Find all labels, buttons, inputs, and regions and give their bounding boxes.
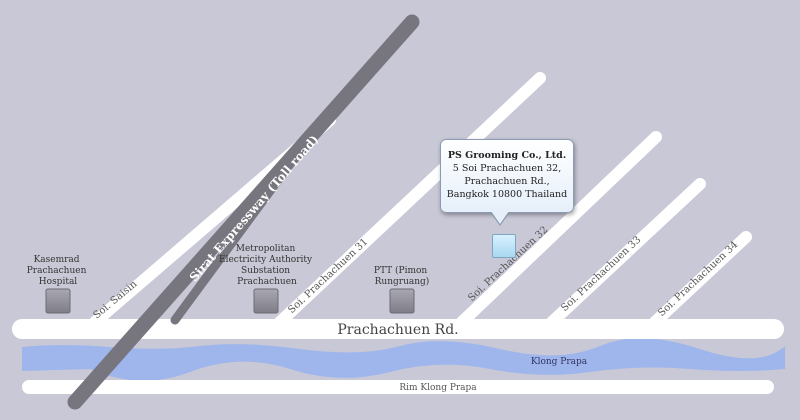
label-soi-31: Soi. Prachachuen 31 <box>286 236 370 315</box>
company-name: PS Grooming Co., Ltd. <box>447 150 567 161</box>
ptt-marker[interactable] <box>389 288 415 314</box>
label-klong-prapa: Klong Prapa <box>531 357 588 367</box>
label-rim-klong-prapa: Rim Klong Prapa <box>399 383 477 393</box>
label-soi-saisin: Soi. Saisin <box>91 278 139 321</box>
road-soi-33 <box>546 178 706 328</box>
label-substation: Metropolitan Electricity Authority Subst… <box>219 244 315 287</box>
label-hospital: Kasemrad Prachachuen Hospital <box>27 255 90 287</box>
label-ptt: PTT (Pimon Rungruang) <box>374 265 430 287</box>
company-address-line2: Prachachuen Rd., <box>464 176 550 187</box>
road-rim-klong-prapa <box>22 380 774 394</box>
company-location-marker[interactable] <box>492 234 516 258</box>
company-address-line3: Bangkok 10800 Thailand <box>446 189 568 200</box>
label-prachachuen-rd: Prachachuen Rd. <box>337 322 458 338</box>
canal-klong-prapa <box>22 338 785 381</box>
company-address-line1: 5 Soi Prachachuen 32, <box>452 163 562 174</box>
label-soi-33: Soi. Prachachuen 33 <box>559 234 643 313</box>
label-soi-34: Soi. Prachachuen 34 <box>656 239 740 318</box>
substation-marker[interactable] <box>253 288 279 314</box>
company-callout: PS Grooming Co., Ltd. 5 Soi Prachachuen … <box>440 139 574 213</box>
road-prachachuen <box>12 319 784 339</box>
road-soi-34 <box>649 231 752 328</box>
road-expressway <box>67 14 420 410</box>
road-soi-31 <box>274 72 546 328</box>
hospital-marker[interactable] <box>45 288 71 314</box>
road-soi-32 <box>456 131 662 328</box>
callout-tail-inner <box>491 211 509 224</box>
